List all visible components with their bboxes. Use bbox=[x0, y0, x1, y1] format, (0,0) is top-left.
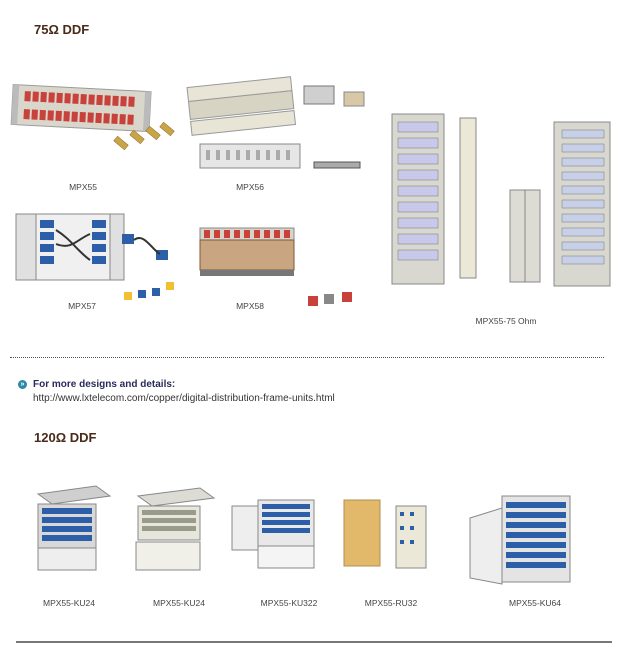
more-info-title: For more designs and details: bbox=[33, 379, 176, 390]
bottom-rule bbox=[16, 641, 612, 643]
product-image-ku24-b bbox=[132, 486, 220, 572]
product-image-ku24-a bbox=[32, 484, 114, 574]
section-heading-120: 120Ω DDF bbox=[34, 430, 97, 445]
caption-ru32: MPX55-RU32 bbox=[364, 598, 418, 608]
mpx57-image bbox=[12, 210, 192, 325]
caption-mpx55: MPX55 bbox=[69, 182, 97, 192]
caption-ku64: MPX55-KU64 bbox=[509, 598, 561, 608]
caption-mpx57: MPX57 bbox=[68, 301, 96, 311]
caption-ku24-b: MPX55-KU24 bbox=[153, 598, 205, 608]
product-image-ku322 bbox=[230, 494, 326, 572]
section-heading-75: 75Ω DDF bbox=[34, 22, 90, 37]
mpx55-image bbox=[10, 80, 180, 170]
more-info-link[interactable]: http://www.lxtelecom.com/copper/digital-… bbox=[33, 393, 335, 404]
section-divider bbox=[10, 357, 604, 358]
caption-mpx58: MPX58 bbox=[236, 301, 264, 311]
mpx55-75-cabinets-image bbox=[388, 110, 618, 290]
mpx56-image bbox=[186, 64, 376, 179]
mpx58-image bbox=[196, 222, 366, 322]
product-image-ru32 bbox=[340, 496, 432, 572]
caption-ku322: MPX55-KU322 bbox=[260, 598, 318, 608]
caption-mpx55-75-ohm: MPX55-75 Ohm bbox=[475, 316, 537, 326]
arrow-bullet-icon: » bbox=[18, 380, 27, 389]
product-image-ku64 bbox=[466, 488, 582, 588]
caption-ku24-a: MPX55-KU24 bbox=[43, 598, 95, 608]
caption-mpx56: MPX56 bbox=[236, 182, 264, 192]
